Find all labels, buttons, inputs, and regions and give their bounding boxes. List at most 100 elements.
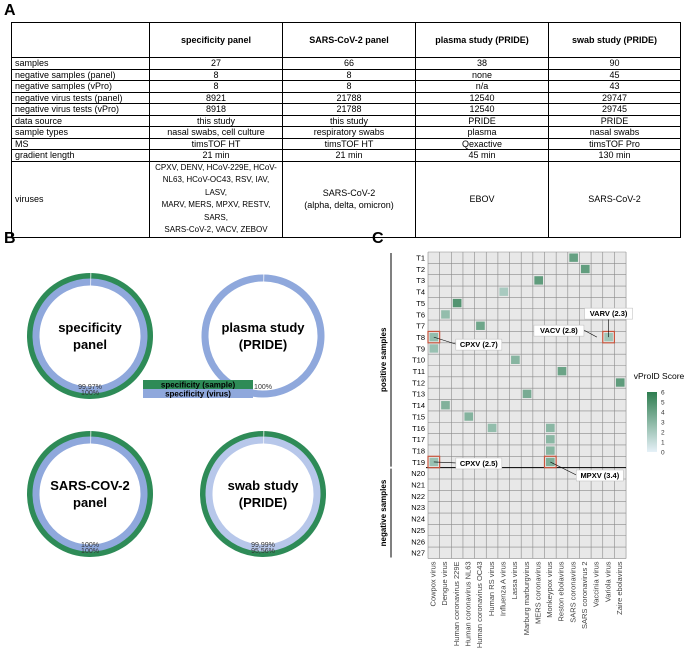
column-tick-label: Influenza A virus — [498, 561, 507, 616]
virus-list-line: CPXV, DENV, HCoV-229E, HCoV- — [155, 162, 277, 172]
table-header-cell: specificity panel — [149, 22, 283, 58]
donut-title: (PRIDE) — [239, 495, 287, 510]
row-tick-label: T11 — [413, 367, 425, 376]
table-cell: timsTOF HT — [282, 137, 416, 150]
vproid-heatmap: T1T2T3T4T5T6T7T8T9T10T11T12T13T14T15T16T… — [379, 251, 685, 648]
table-cell: this study — [149, 114, 283, 127]
column-tick-label: Human coronavirus 229E — [452, 561, 461, 646]
donut-legend: specificity (sample)specificity (virus) — [143, 380, 253, 399]
column-tick-label: MERS coronavirus — [533, 561, 542, 624]
table-cell: 45 min — [415, 149, 549, 162]
annotation-label-box — [576, 469, 624, 482]
annotation-leader-line — [583, 329, 598, 338]
colorbar-tick-label: 2 — [661, 430, 665, 437]
row-tick-label: T4 — [416, 288, 425, 297]
virus-list-line: NL63, HCoV-OC43, RSV, IAV, LASV, — [162, 175, 270, 197]
virus-list-line: MARV, MERS, MPXV, RESTV, SARS, — [161, 200, 271, 222]
table-cell: 43 — [548, 80, 681, 93]
row-tick-label: T2 — [416, 265, 425, 274]
colorbar — [647, 392, 657, 452]
highlight-box — [543, 455, 557, 469]
table-row-viruses: viruses CPXV, DENV, HCoV-229E, HCoV- NL63,… — [11, 160, 681, 238]
heatmap-cell — [429, 344, 439, 353]
inner-ring-virus-specificity — [205, 436, 321, 552]
table-cell: 66 — [282, 57, 416, 70]
heatmap-cell — [546, 435, 555, 444]
row-tick-label: N23 — [411, 503, 425, 512]
donut-title: panel — [73, 337, 107, 352]
virus-list-line: EBOV — [469, 193, 495, 204]
virus-list-cell: SARS-CoV-2(alpha, delta, omicron) — [282, 160, 416, 238]
row-tick-label: T15 — [412, 412, 425, 421]
panel-label-c: C — [372, 230, 384, 247]
donut-title: specificity — [58, 320, 122, 335]
heatmap-cell — [569, 253, 578, 262]
table-cell: 12540 — [415, 91, 549, 104]
column-tick-label: SARS coronavirus 2 — [580, 561, 589, 629]
colorbar-title: vProID Score — [634, 371, 685, 381]
table-cell: timsTOF Pro — [548, 137, 681, 150]
table-cell: 29745 — [548, 103, 681, 116]
table-cell: PRIDE — [415, 114, 549, 127]
row-group-label: positive samples — [379, 327, 388, 392]
donut-title: (PRIDE) — [239, 337, 287, 352]
annotation-label-box — [533, 324, 585, 337]
table-cell: 8 — [149, 80, 283, 93]
table-cell: 8 — [149, 68, 283, 81]
inner-ring-virus-specificity — [201, 274, 325, 398]
annotation-label: CPXV (2.7) — [460, 340, 498, 349]
table-cell: nasal swabs — [548, 126, 681, 139]
table-cell: 8 — [282, 68, 416, 81]
colorbar-tick-label: 6 — [661, 390, 665, 397]
heatmap-cell — [580, 264, 590, 274]
row-tick-label: N27 — [411, 549, 425, 558]
panel-label-b: B — [4, 230, 16, 247]
row-label-cell: viruses — [11, 160, 150, 238]
table-header-row: specificity panel SARS-CoV-2 panel plasm… — [11, 22, 681, 58]
annotation-label-box — [455, 338, 503, 351]
heatmap-cell — [441, 401, 450, 410]
row-tick-label: T17 — [412, 435, 425, 444]
row-tick-label: T5 — [416, 299, 425, 308]
row-tick-label: N20 — [411, 469, 425, 478]
annotation-label-box — [455, 457, 503, 470]
table-cell: 21788 — [282, 103, 416, 116]
column-tick-label: Marburg marburgvirus — [522, 561, 531, 635]
row-tick-label: T13 — [412, 390, 425, 399]
annotation-leader-line — [433, 336, 456, 345]
donut-title: SARS-COV-2 — [50, 478, 129, 493]
heatmap-cell — [615, 378, 625, 387]
donut-title: panel — [73, 495, 107, 510]
outer-ring-sample-specificity — [27, 431, 153, 557]
row-label-cell: samples — [11, 57, 150, 70]
table-cell: 38 — [415, 57, 549, 70]
column-tick-label: Human coronavirus OC43 — [475, 561, 484, 648]
virus-list-cell: SARS-CoV-2 — [548, 160, 681, 238]
inner-ring-virus-specificity — [32, 278, 148, 394]
table-cell: plasma — [415, 126, 549, 139]
column-tick-label: Cowpox virus — [429, 561, 438, 606]
annotation-label: VACV (2.8) — [540, 326, 578, 335]
row-tick-label: T16 — [412, 424, 425, 433]
column-tick-label: Vaccinia virus — [592, 561, 601, 607]
heatmap-cell — [452, 298, 462, 308]
virus-list-line: SARS-CoV-2 — [322, 187, 376, 198]
row-group-label: negative samples — [379, 479, 388, 546]
column-tick-label: SARS coronavirus — [568, 561, 577, 623]
row-label-cell: data source — [11, 114, 150, 127]
heatmap-cell — [546, 423, 555, 433]
outer-percent-label: 95,56% — [251, 548, 275, 555]
table-cell: respiratory swabs — [282, 126, 416, 139]
row-label-cell: negative virus tests (vPro) — [11, 103, 150, 116]
donut-title: swab study — [228, 478, 300, 493]
outer-ring-sample-specificity — [200, 431, 326, 557]
inner-percent-label: 99,99% — [251, 542, 275, 549]
row-tick-label: T6 — [416, 310, 425, 319]
table-cell: 45 — [548, 68, 681, 81]
table-cell: this study — [282, 114, 416, 127]
